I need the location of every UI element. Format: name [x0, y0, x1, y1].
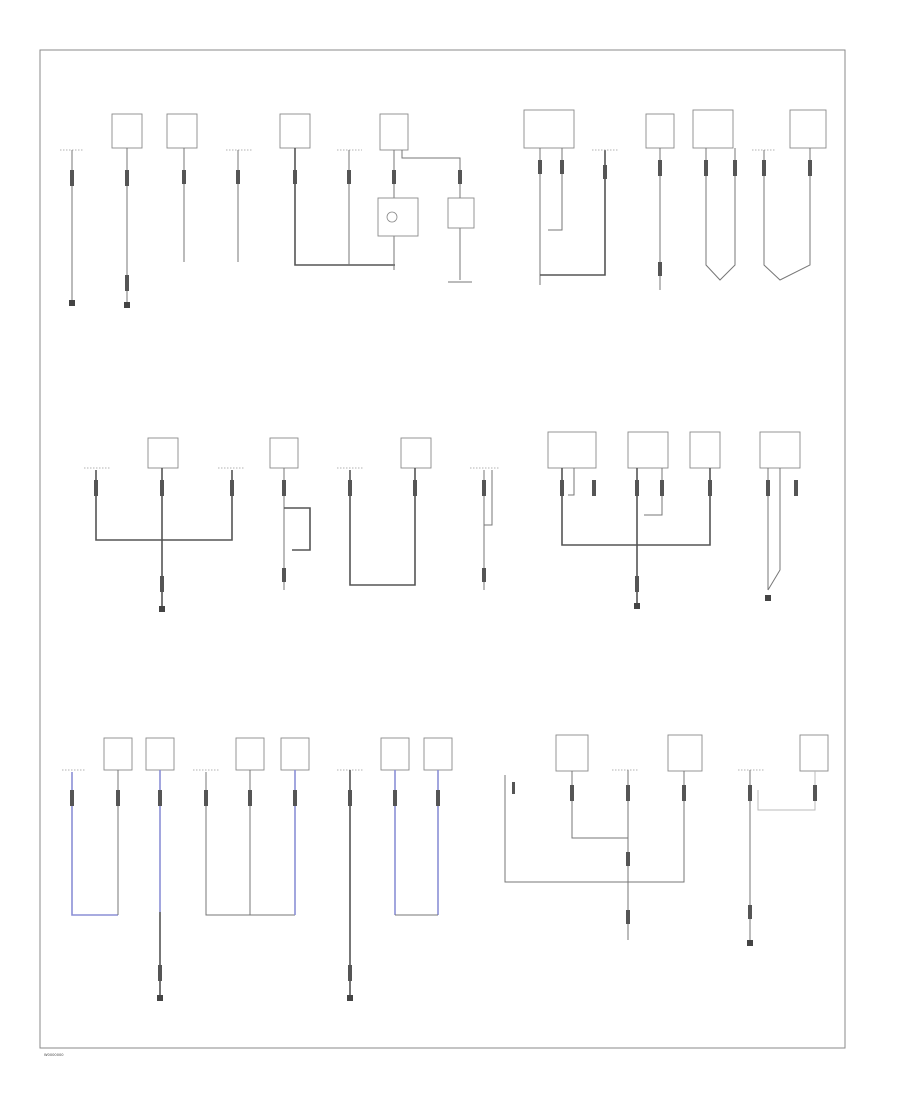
component-13: [269, 437, 311, 590]
row-2-components: [84, 431, 801, 612]
row-1-components: [60, 109, 827, 308]
component-11: [752, 109, 827, 281]
component-3: [166, 113, 198, 262]
diagram-frame: [39, 49, 846, 1049]
component-21: [337, 737, 453, 1001]
component-23: [738, 734, 829, 946]
component-7: [377, 113, 475, 283]
component-9: [645, 113, 675, 290]
component-8: [523, 109, 618, 285]
component-1: [60, 149, 84, 306]
footer-code: W0000000: [44, 1053, 64, 1057]
component-16: [547, 431, 721, 609]
component-10: [692, 109, 737, 281]
component-15: [470, 467, 500, 590]
component-20: [193, 737, 310, 916]
component-5: [279, 113, 395, 266]
row-3-components: [62, 734, 829, 1001]
component-17: [759, 431, 801, 601]
component-2: [111, 113, 143, 308]
component-18: [62, 737, 133, 916]
component-14: [337, 437, 432, 586]
component-12: [84, 437, 244, 612]
component-19: [145, 737, 175, 1001]
component-6: [337, 149, 362, 265]
component-22: [504, 734, 703, 940]
component-4: [226, 149, 252, 262]
